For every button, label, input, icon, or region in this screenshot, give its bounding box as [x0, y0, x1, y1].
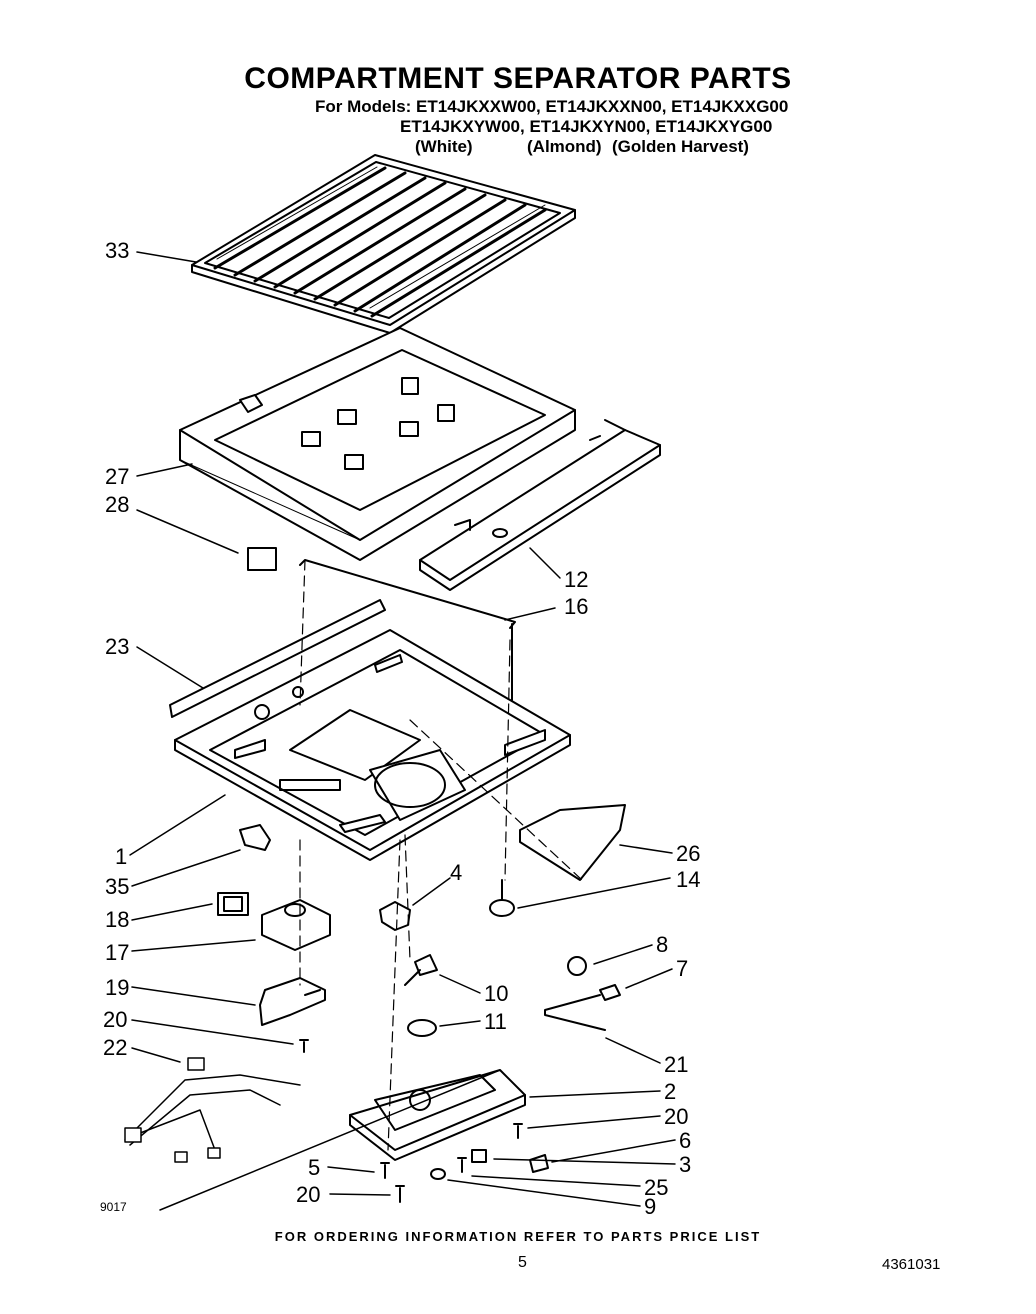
part-plug	[247, 547, 277, 571]
models-line-1: For Models: ET14JKXXW00, ET14JKXXN00, ET…	[315, 97, 789, 116]
callout-26: 26	[676, 841, 700, 866]
screw-25	[457, 1157, 467, 1173]
callout-27: 27	[105, 464, 129, 489]
part-rail	[419, 419, 661, 591]
part-shelf-frame	[169, 599, 571, 861]
callout-1: 1	[115, 844, 127, 869]
screw-5	[380, 1162, 390, 1179]
callout-18: 18	[105, 907, 129, 932]
callout-20-c: 20	[296, 1182, 320, 1207]
color-white: (White)	[415, 137, 473, 156]
callout-25: 25	[644, 1175, 668, 1200]
callout-35: 35	[105, 874, 129, 899]
part-11	[407, 1019, 437, 1037]
part-21-wire	[544, 994, 606, 1031]
part-19	[259, 977, 326, 1026]
callout-21: 21	[664, 1052, 688, 1077]
part-22-harness	[124, 1057, 301, 1163]
color-almond: (Almond)	[527, 137, 602, 156]
callout-28: 28	[105, 492, 129, 517]
callout-17: 17	[105, 940, 129, 965]
callout-9: 9	[644, 1194, 656, 1219]
screw-20-b	[513, 1123, 523, 1139]
callout-7: 7	[676, 956, 688, 981]
callout-4: 4	[450, 860, 462, 885]
part-2-housing	[349, 1069, 549, 1180]
part-17	[261, 899, 331, 951]
callout-16: 16	[564, 594, 588, 619]
page-number: 5	[518, 1254, 527, 1271]
callout-2: 2	[664, 1079, 676, 1104]
callout-11: 11	[484, 1009, 507, 1034]
callout-10: 10	[484, 981, 508, 1006]
callout-12: 12	[564, 567, 588, 592]
ordering-info: FOR ORDERING INFORMATION REFER TO PARTS …	[274, 1229, 762, 1244]
part-wire-loop	[299, 559, 516, 701]
page-title: COMPARTMENT SEPARATOR PARTS	[244, 62, 792, 95]
drawing-code: 9017	[100, 1200, 127, 1214]
callout-5: 5	[308, 1155, 320, 1180]
color-golden-harvest: (Golden Harvest)	[612, 137, 749, 156]
callout-14: 14	[676, 867, 700, 892]
callout-33: 33	[105, 238, 129, 263]
callout-3: 3	[679, 1152, 691, 1177]
callout-20-b: 20	[664, 1104, 688, 1129]
screw-20-c	[395, 1185, 405, 1203]
screw-20-a	[299, 1039, 309, 1053]
part-14	[489, 899, 515, 917]
part-7	[599, 984, 621, 1001]
models-line-2: ET14JKXYW00, ET14JKXYN00, ET14JKXYG00	[400, 117, 773, 136]
callout-22: 22	[103, 1035, 127, 1060]
part-shelf-grille	[191, 154, 576, 334]
callout-23: 23	[105, 634, 129, 659]
part-separator-tray	[179, 327, 576, 561]
callout-8: 8	[656, 932, 668, 957]
part-4	[379, 901, 411, 931]
part-cover-sheet	[519, 804, 626, 881]
part-35	[239, 824, 271, 851]
callout-19: 19	[105, 975, 129, 1000]
document-number: 4361031	[882, 1256, 941, 1273]
callout-6: 6	[679, 1128, 691, 1153]
part-18	[217, 892, 249, 916]
callout-20-a: 20	[103, 1007, 127, 1032]
part-8-bulb	[567, 956, 587, 976]
